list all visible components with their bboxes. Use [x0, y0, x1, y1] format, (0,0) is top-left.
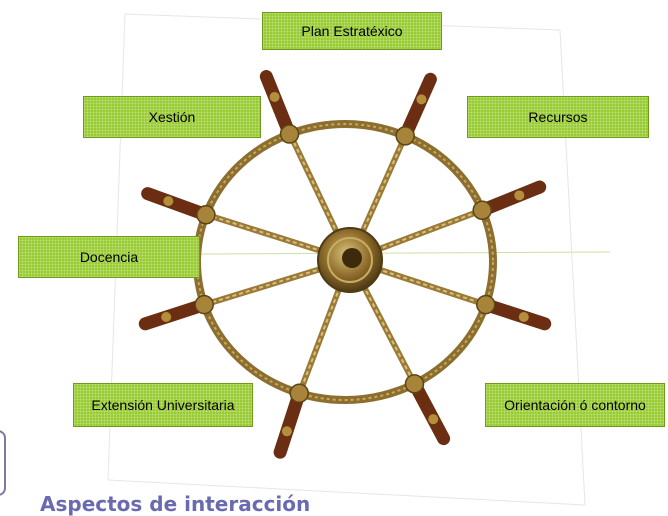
label-text: Recursos: [528, 109, 588, 125]
rim-knob: [395, 126, 415, 146]
label-text: Extensión Universitaria: [91, 397, 235, 413]
label-docencia: Docencia: [18, 236, 200, 278]
handle-ring: [518, 312, 529, 323]
handle-ring: [281, 426, 292, 437]
wheel-handle: [484, 299, 552, 331]
wheel-handle: [401, 72, 437, 137]
handle-ring: [163, 196, 174, 207]
label-orientacion-contorno: Orientación ó contorno: [485, 383, 665, 427]
handle-ring: [428, 414, 439, 425]
handle-ring: [416, 94, 427, 105]
label-text: Orientación ó contorno: [504, 397, 646, 413]
wheel-handle: [273, 392, 304, 459]
label-recursos: Recursos: [467, 96, 649, 138]
rim-knobs: [194, 124, 496, 403]
label-plan-estratexico: Plan Estratéxico: [262, 12, 442, 50]
wheel-spoke-highlight: [198, 259, 351, 308]
handle-ring: [269, 91, 280, 102]
rim-knob: [196, 205, 216, 225]
handle-ring: [514, 190, 525, 201]
wheel-handle: [259, 70, 294, 135]
rim-knob: [476, 294, 496, 315]
rim-knob: [194, 294, 214, 315]
guide-line: [199, 251, 611, 255]
rim-knob: [279, 124, 300, 144]
wheel-handle: [141, 187, 207, 220]
wheel-handle: [481, 180, 547, 215]
wheel-handle: [138, 299, 206, 331]
label-extension-universitaria: Extensión Universitaria: [73, 383, 253, 427]
wheel-spoke-highlight: [199, 211, 351, 261]
handle-ring: [161, 312, 172, 323]
label-text: Xestión: [148, 109, 196, 125]
rim-knob: [404, 374, 425, 394]
footer-title: Aspectos de interacción: [40, 492, 311, 516]
slide-bracket-decoration: [0, 430, 6, 496]
rim-knob: [289, 383, 310, 403]
wheel-handles: [138, 70, 552, 459]
label-text: Docencia: [79, 249, 139, 265]
label-text: Plan Estratéxico: [301, 23, 403, 39]
wheel-handle: [410, 382, 451, 446]
label-xestion: Xestión: [83, 96, 261, 138]
rim-knob: [472, 200, 492, 221]
